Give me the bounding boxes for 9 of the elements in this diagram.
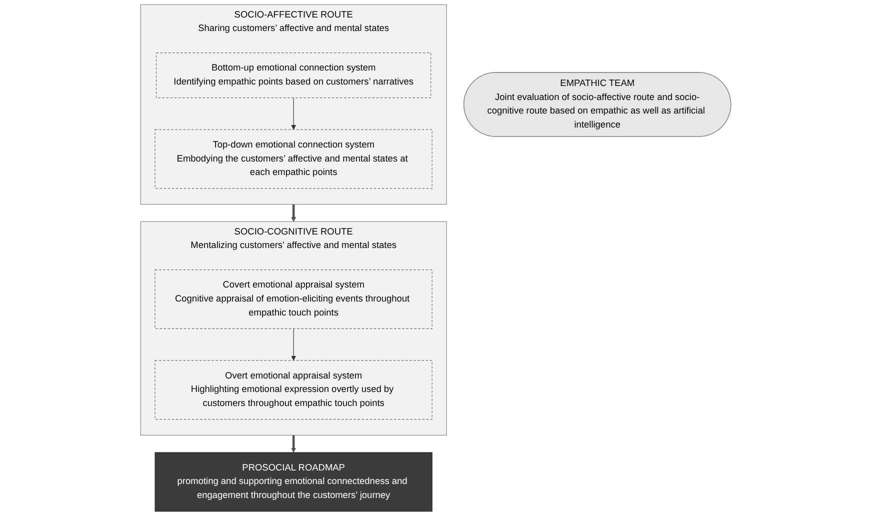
node-box: Top-down emotional connection system Embodying the customers’ affective and mental states at each empathic points — [155, 129, 433, 189]
node-box: Covert emotional appraisal system Cognitive appraisal of emotion-eliciting events throughout empathic touch points — [155, 270, 433, 329]
node-box: Overt emotional appraisal system Highlighting emotional expression overtly used by customers throughout empathic touch points — [155, 360, 433, 420]
arrow — [291, 98, 296, 130]
arrow — [291, 328, 296, 361]
node-box: Bottom-up emotional connection system Identifying empathic points based on customers’ narratives — [156, 52, 432, 98]
arrow — [291, 204, 296, 222]
node-box: PROSOCIAL ROADMAP promoting and supporting emotional connectedness and engagement throughout the customers’ journey — [155, 452, 433, 512]
arrow — [291, 435, 296, 453]
